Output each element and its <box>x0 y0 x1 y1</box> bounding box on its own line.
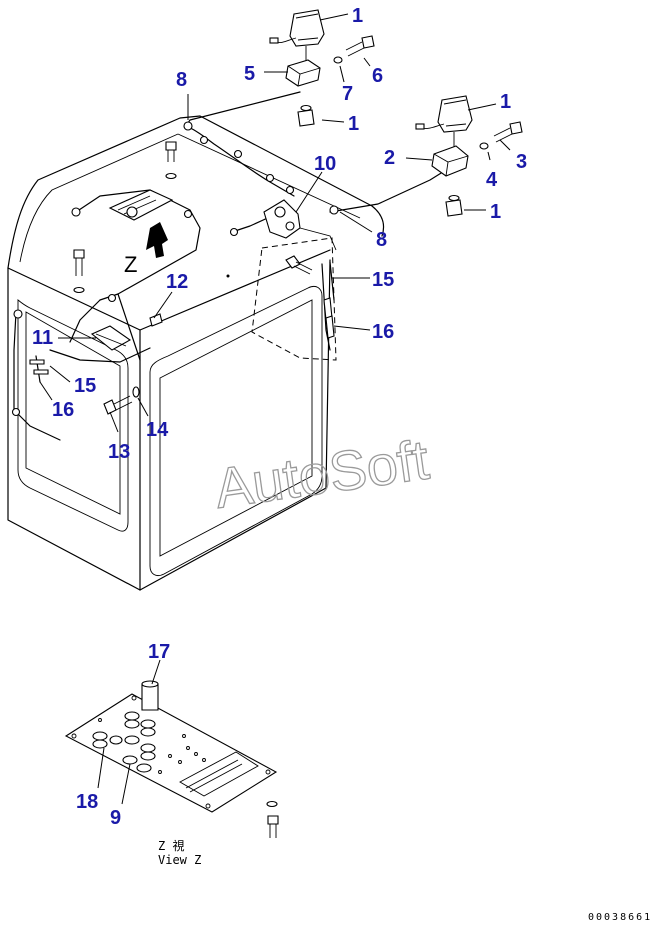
callout-16: 16 <box>372 321 394 343</box>
callout-2: 2 <box>384 147 395 169</box>
callout-4: 4 <box>486 169 498 191</box>
callout-8: 8 <box>176 69 187 91</box>
callout-1: 1 <box>352 5 363 27</box>
callout-6: 6 <box>372 65 383 87</box>
callout-16: 16 <box>52 399 74 421</box>
cab-body <box>7 115 385 591</box>
callout-9: 9 <box>110 807 121 829</box>
work-lamp-top <box>269 9 375 127</box>
view-z-arrow <box>146 222 168 258</box>
view-z-marker: Z <box>124 252 137 277</box>
leader-lines <box>39 13 511 805</box>
callout-13: 13 <box>108 441 130 463</box>
callout-7: 7 <box>342 83 353 105</box>
view-caption-en: View Z <box>158 853 201 867</box>
callout-labels: 1 1 1 1 2 3 4 5 6 7 8 8 9 10 11 12 13 14… <box>32 5 527 829</box>
callout-14: 14 <box>146 419 169 441</box>
callout-10: 10 <box>314 153 336 175</box>
callout-1: 1 <box>500 91 511 113</box>
view-z-panel <box>64 680 279 838</box>
work-lamp-right <box>415 95 523 217</box>
callout-12: 12 <box>166 271 188 293</box>
cab-components: Z <box>29 141 337 415</box>
callout-3: 3 <box>516 151 527 173</box>
callout-15: 15 <box>74 375 96 397</box>
callout-18: 18 <box>76 791 98 813</box>
watermark: AutoSoft <box>211 428 433 520</box>
callout-8: 8 <box>376 229 387 251</box>
callout-11: 11 <box>32 327 53 349</box>
view-caption-jp: Z 視 <box>158 838 184 853</box>
grommets <box>92 711 156 773</box>
wiring-harness <box>11 91 447 441</box>
callout-1: 1 <box>490 201 501 223</box>
callout-1: 1 <box>348 113 359 135</box>
callout-15: 15 <box>372 269 394 291</box>
callout-5: 5 <box>244 63 255 85</box>
drawing-code: 00038661 <box>588 912 652 923</box>
callout-17: 17 <box>148 641 170 663</box>
